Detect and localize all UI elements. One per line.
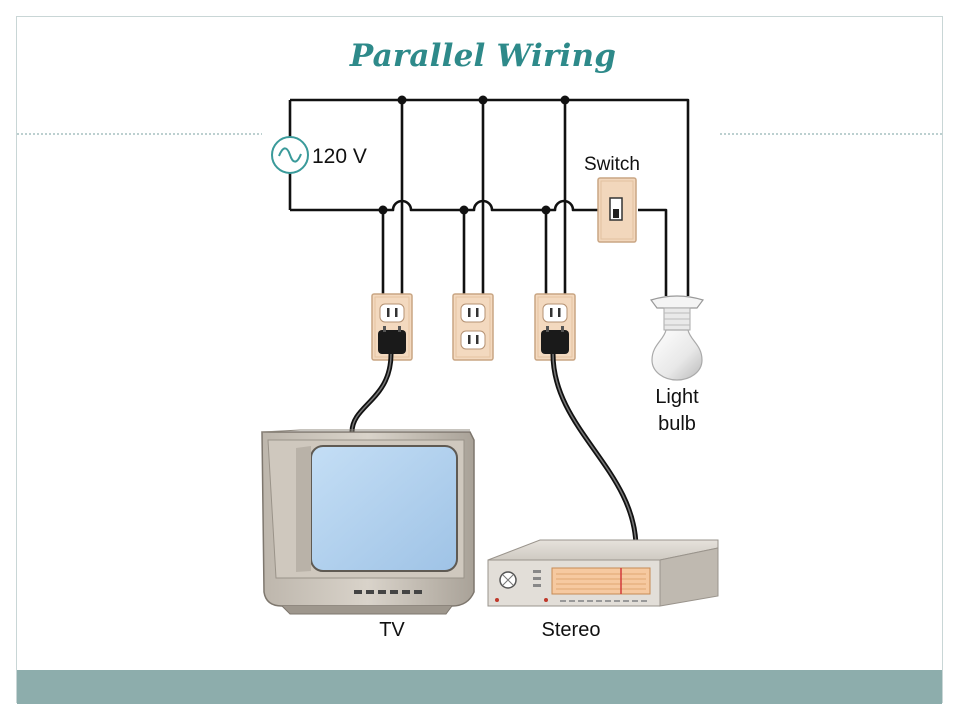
source-voltage-label: 120 V (312, 145, 367, 168)
switch-label: Switch (584, 154, 640, 175)
stereo-label: Stereo (542, 619, 601, 641)
footer-bar (17, 670, 942, 704)
tv-buttons (354, 590, 422, 594)
slide-title: Parallel Wiring (349, 38, 617, 74)
wall-switch (597, 177, 637, 243)
light-bulb-label-line2: bulb (658, 413, 696, 435)
ac-source-icon (271, 136, 309, 174)
outlet-empty (452, 293, 494, 361)
tv-set (261, 429, 475, 615)
circuit-wiring (288, 98, 690, 296)
outlet-tv (371, 293, 413, 361)
junction-dots (378, 95, 570, 215)
light-bulb-icon (650, 295, 704, 381)
tv-label: TV (379, 619, 405, 641)
stereo-unit (487, 539, 719, 607)
outlet-stereo (534, 293, 576, 361)
power-cords (349, 353, 639, 549)
light-bulb-label-line1: Light (655, 386, 699, 408)
